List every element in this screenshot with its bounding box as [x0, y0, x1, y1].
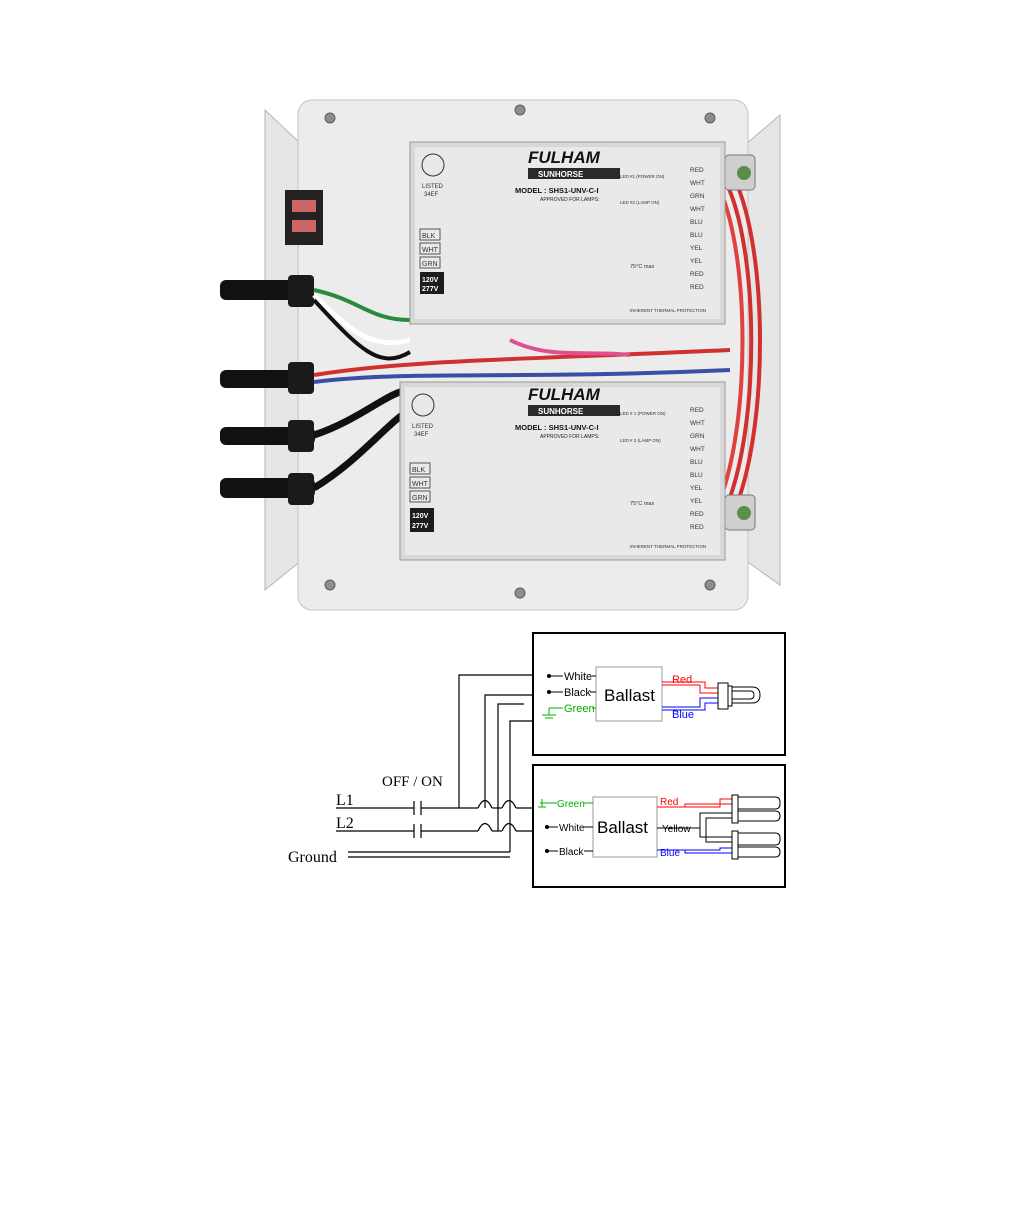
bottom-output-red: Red	[660, 797, 678, 808]
bottom-input-green: Green	[557, 799, 585, 810]
svg-text:YEL: YEL	[690, 498, 703, 505]
voltage-top: 120V	[412, 513, 429, 520]
ground-label: Ground	[288, 849, 337, 866]
temperature-label: 75°C max	[630, 264, 654, 270]
wiring-diagram: Ballast White Black Green Red Blue Balla…	[288, 632, 786, 888]
output-lead-labels: RED WHT GRN WHT BLU BLU YEL YEL RED RED	[690, 167, 705, 291]
bottom-ballast-panel	[532, 764, 786, 888]
bottom-lamp-icon-1	[731, 794, 781, 824]
top-lamp-icon	[717, 682, 761, 710]
svg-text:WHT: WHT	[690, 420, 705, 427]
ul-listed-icon	[421, 153, 445, 177]
protection-label: INHERENT THERMAL PROTECTION	[630, 308, 706, 313]
svg-text:BLU: BLU	[690, 472, 703, 479]
ballast-2: LISTED 34EF FULHAM SUNHORSE MODEL : SHS1…	[399, 381, 726, 561]
voltage-bottom: 277V	[422, 286, 439, 293]
line2-label: L2	[336, 815, 354, 832]
top-input-white: White	[564, 671, 592, 683]
svg-text:YEL: YEL	[690, 485, 703, 492]
led-2-label: LED # 2 (LAMP ON)	[620, 438, 661, 443]
approved-lamps: APPROVED FOR LAMPS:	[540, 197, 599, 203]
bottom-output-yellow: Yellow	[662, 824, 691, 835]
ballast-enclosure-photo: LISTED 34EF FULHAM SUNHORSE MODEL : SHS1…	[220, 99, 781, 611]
voltage-top: 120V	[422, 277, 439, 284]
svg-text:YEL: YEL	[690, 245, 703, 252]
left-flange	[264, 108, 303, 592]
brand-logo: FULHAM	[528, 385, 601, 404]
svg-text:BLK: BLK	[422, 233, 436, 240]
approved-lamps: APPROVED FOR LAMPS:	[540, 434, 599, 440]
svg-text:WHT: WHT	[690, 446, 705, 453]
model-label: MODEL : SHS1-UNV-C-I	[515, 423, 599, 432]
bottom-input-white: White	[559, 823, 585, 834]
input-lead-labels: BLK WHT GRN	[419, 228, 441, 269]
internal-wiring	[312, 169, 762, 521]
product-name: SUNHORSE	[538, 170, 584, 179]
terminal-block	[285, 190, 323, 245]
top-input-black: Black	[564, 687, 591, 699]
bottom-ballast-box	[592, 796, 658, 858]
bottom-output-blue: Blue	[660, 848, 680, 859]
svg-text:GRN: GRN	[690, 193, 705, 200]
mounting-screws	[324, 104, 716, 599]
svg-text:GRN: GRN	[422, 261, 438, 268]
listing-code: 34EF	[424, 192, 439, 198]
line1-label: L1	[336, 792, 354, 809]
voltage-bottom: 277V	[412, 523, 429, 530]
top-ballast-title: Ballast	[604, 686, 655, 705]
svg-text:GRN: GRN	[690, 433, 705, 440]
led-2-label: LED #2 (LAMP ON)	[620, 200, 660, 205]
wiring-lines	[336, 674, 533, 858]
top-input-green: Green	[564, 703, 595, 715]
svg-text:RED: RED	[690, 407, 704, 414]
svg-text:GRN: GRN	[412, 495, 428, 502]
led-1-label: LED # 1 (POWER ON)	[620, 411, 666, 416]
listing-label: LISTED	[422, 184, 444, 190]
svg-text:BLK: BLK	[412, 467, 426, 474]
bottom-ballast-title: Ballast	[597, 818, 648, 837]
top-output-red: Red	[672, 674, 692, 686]
svg-text:WHT: WHT	[412, 481, 429, 488]
top-ballast-box	[595, 666, 663, 722]
svg-text:RED: RED	[690, 524, 704, 531]
bottom-input-black: Black	[559, 847, 584, 858]
brand-logo: FULHAM	[528, 148, 601, 167]
svg-text:BLU: BLU	[690, 459, 703, 466]
svg-text:RED: RED	[690, 511, 704, 518]
temperature-label: 75°C max	[630, 501, 654, 507]
switch-label: OFF / ON	[382, 774, 443, 790]
ground-lugs	[724, 154, 756, 531]
svg-text:WHT: WHT	[690, 180, 705, 187]
listing-label: LISTED	[412, 424, 434, 430]
listing-code: 34EF	[414, 432, 429, 438]
top-output-blue: Blue	[672, 709, 694, 721]
svg-text:BLU: BLU	[690, 219, 703, 226]
ballast-1: LISTED 34EF FULHAM SUNHORSE MODEL : SHS1…	[409, 141, 726, 325]
cable-glands	[288, 275, 314, 505]
led-1-label: LED #1 (POWER ON)	[620, 174, 665, 179]
top-ballast-panel	[532, 632, 786, 756]
svg-text:WHT: WHT	[422, 247, 439, 254]
protection-label: INHERENT THERMAL PROTECTION	[630, 544, 706, 549]
svg-text:WHT: WHT	[690, 206, 705, 213]
svg-text:BLU: BLU	[690, 232, 703, 239]
product-name: SUNHORSE	[538, 407, 584, 416]
svg-text:RED: RED	[690, 284, 704, 291]
svg-text:YEL: YEL	[690, 258, 703, 265]
bottom-lamp-icon-2	[731, 830, 781, 860]
input-lead-labels: BLK WHT GRN	[409, 462, 431, 503]
model-label: MODEL : SHS1-UNV-C-I	[515, 186, 599, 195]
output-lead-labels: RED WHT GRN WHT BLU BLU YEL YEL RED RED	[690, 407, 705, 531]
svg-text:RED: RED	[690, 271, 704, 278]
ul-listed-icon	[411, 393, 435, 417]
svg-text:RED: RED	[690, 167, 704, 174]
